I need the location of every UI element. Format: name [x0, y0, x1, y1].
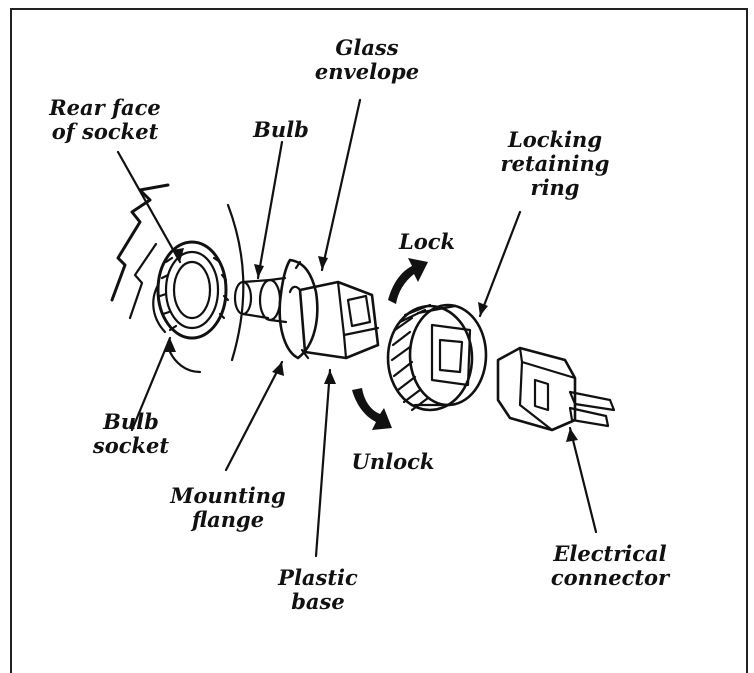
label-bulb: Bulb — [253, 117, 309, 142]
bulb-socket-drawing — [110, 183, 245, 374]
label-unlock: Unlock — [351, 449, 435, 474]
mounting-flange-drawing — [278, 258, 319, 360]
label-electrical-connector: Electrical connector — [550, 541, 670, 590]
leader-arrowheads — [164, 248, 578, 442]
plastic-base-drawing — [288, 280, 380, 360]
label-locking-retaining-ring: Locking retaining ring — [500, 127, 610, 200]
label-rear-face-of-socket: Rear face of socket — [49, 95, 161, 144]
lock-arrow — [388, 258, 428, 304]
bulb-drawing — [233, 276, 288, 324]
figure-frame — [10, 8, 748, 673]
label-plastic-base: Plastic base — [278, 565, 358, 614]
label-glass-envelope: Glass envelope — [314, 35, 420, 84]
electrical-connector-drawing — [496, 346, 616, 432]
locking-ring-drawing — [386, 303, 488, 412]
unlock-arrow — [352, 388, 392, 430]
label-mounting-flange: Mounting flange — [170, 483, 286, 532]
label-lock: Lock — [398, 229, 456, 254]
label-bulb-socket: Bulb socket — [92, 409, 170, 458]
leader-lines — [116, 98, 598, 558]
